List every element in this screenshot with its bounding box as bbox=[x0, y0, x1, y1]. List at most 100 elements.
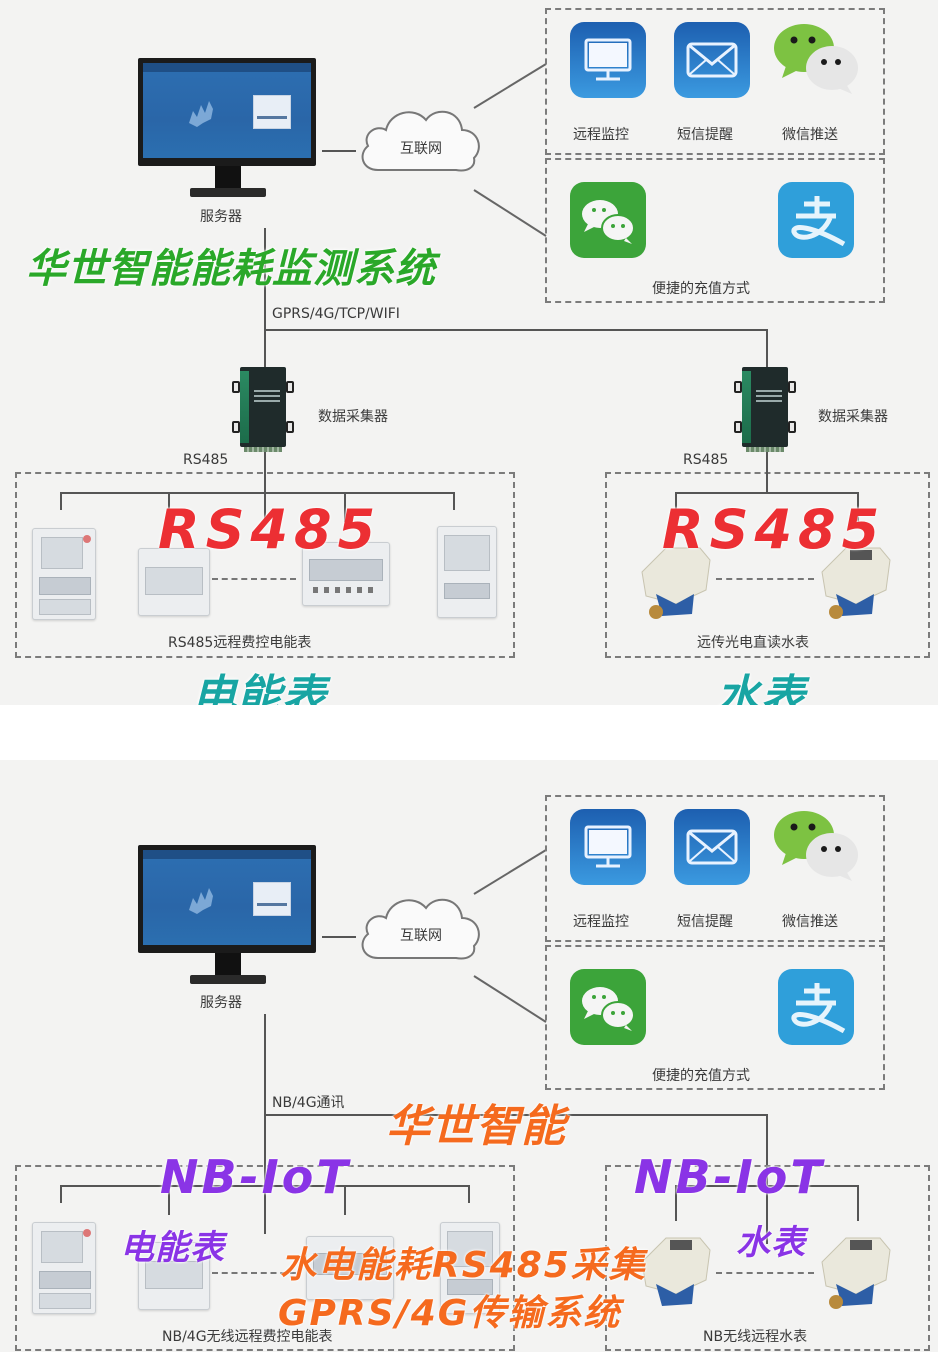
energy-meter bbox=[32, 1222, 96, 1314]
server-label: 服务器 bbox=[200, 995, 242, 1011]
wechat-icon[interactable] bbox=[772, 807, 862, 885]
energy-meter bbox=[440, 1222, 500, 1314]
connector bbox=[322, 936, 356, 938]
notification-panel bbox=[545, 795, 885, 942]
connector bbox=[264, 452, 266, 522]
wechat-push-label: 微信推送 bbox=[782, 127, 838, 143]
connector bbox=[857, 492, 859, 528]
server-monitor bbox=[138, 58, 316, 208]
system-overlay-line1: 水电能耗RS485采集 bbox=[280, 1245, 647, 1286]
connector bbox=[766, 329, 768, 369]
connector bbox=[675, 492, 677, 528]
energy-meter bbox=[437, 526, 497, 618]
connector bbox=[168, 1185, 170, 1215]
connector bbox=[264, 329, 767, 331]
payment-panel bbox=[545, 945, 885, 1090]
remote-monitor-app-icon[interactable] bbox=[570, 809, 646, 885]
water-meter bbox=[821, 547, 891, 619]
link-label: NB/4G通讯 bbox=[272, 1095, 345, 1111]
water-meter-caption: 水表 bbox=[736, 1223, 806, 1263]
connector bbox=[473, 63, 547, 237]
sms-app-icon[interactable] bbox=[674, 809, 750, 885]
remote-monitor-label: 远程监控 bbox=[573, 127, 629, 143]
energy-meter-group bbox=[15, 1165, 515, 1351]
wechat-pay-icon[interactable] bbox=[570, 182, 646, 258]
energy-group-label: RS485远程费控电能表 bbox=[168, 635, 312, 651]
connector bbox=[264, 1014, 266, 1234]
sms-label: 短信提醒 bbox=[677, 914, 733, 930]
connector bbox=[344, 1185, 346, 1215]
system-overlay-line2: GPRS/4G传输系统 bbox=[278, 1293, 622, 1334]
energy-meter bbox=[138, 548, 210, 616]
connector bbox=[766, 452, 768, 492]
connector bbox=[468, 1185, 470, 1203]
payment-panel bbox=[545, 158, 885, 303]
payment-methods-label: 便捷的充值方式 bbox=[652, 281, 750, 297]
water-meter-group bbox=[605, 1165, 930, 1351]
energy-meter bbox=[138, 1242, 210, 1310]
connector bbox=[60, 1185, 62, 1203]
cloud-label: 互联网 bbox=[400, 928, 442, 944]
wechat-pay-icon[interactable] bbox=[570, 969, 646, 1045]
nbiot-overlay-right: NB-IoT bbox=[634, 1150, 825, 1204]
rs485-overlay-right: RS485 bbox=[662, 498, 886, 561]
connector bbox=[473, 849, 547, 1023]
energy-meter bbox=[306, 1236, 394, 1300]
cloud-icon bbox=[361, 110, 480, 172]
energy-meter bbox=[302, 542, 390, 606]
top-diagram: 服务器 互联网 远程监控 短信提醒 微信推送 便捷的充值方式 GPRS/4G/T… bbox=[15, 8, 930, 722]
connector bbox=[60, 492, 62, 510]
notification-panel bbox=[545, 8, 885, 155]
energy-meter-caption: 电能表 bbox=[120, 1228, 225, 1268]
ellipsis-connector bbox=[212, 1272, 296, 1274]
collector-label-right: 数据采集器 bbox=[818, 409, 888, 425]
nbiot-overlay-left: NB-IoT bbox=[160, 1150, 351, 1204]
payment-methods-label: 便捷的充值方式 bbox=[652, 1068, 750, 1084]
connector bbox=[675, 492, 858, 494]
bus-label-right: RS485 bbox=[683, 452, 729, 468]
connector bbox=[264, 1114, 767, 1116]
connector bbox=[60, 492, 455, 494]
connector bbox=[453, 492, 455, 510]
energy-group-label: NB/4G无线远程费控电能表 bbox=[162, 1329, 333, 1345]
wechat-icon[interactable] bbox=[772, 20, 862, 98]
collector-label-left: 数据采集器 bbox=[318, 409, 388, 425]
bottom-diagram: 服务器 互联网 远程监控 短信提醒 微信推送 便捷的充值方式 NB/4G通讯 华… bbox=[0, 760, 938, 1352]
connector bbox=[168, 492, 170, 522]
connector bbox=[322, 150, 356, 152]
ellipsis-connector bbox=[212, 578, 296, 580]
connector bbox=[675, 1185, 677, 1221]
energy-meter bbox=[32, 528, 96, 620]
data-collector-left bbox=[232, 367, 294, 452]
ellipsis-connector bbox=[716, 1272, 814, 1274]
bus-label-left: RS485 bbox=[183, 452, 229, 468]
cloud-label: 互联网 bbox=[400, 141, 442, 157]
connector bbox=[344, 492, 346, 522]
water-group-label: NB无线远程水表 bbox=[703, 1329, 808, 1345]
remote-monitor-app-icon[interactable] bbox=[570, 22, 646, 98]
ellipsis-connector bbox=[716, 578, 814, 580]
sms-label: 短信提醒 bbox=[677, 127, 733, 143]
rs485-overlay-left: RS485 bbox=[158, 498, 382, 561]
system-title-overlay: 华世智能能耗监测系统 bbox=[26, 246, 436, 292]
water-meter bbox=[821, 1237, 891, 1309]
connector bbox=[60, 1185, 470, 1187]
connector bbox=[857, 1185, 859, 1221]
remote-monitor-label: 远程监控 bbox=[573, 914, 629, 930]
water-meter bbox=[641, 547, 711, 619]
section-divider bbox=[0, 705, 938, 760]
server-monitor bbox=[138, 845, 316, 995]
connector bbox=[675, 1185, 858, 1187]
server-label: 服务器 bbox=[200, 209, 242, 225]
water-meter bbox=[641, 1237, 711, 1306]
wechat-push-label: 微信推送 bbox=[782, 914, 838, 930]
connector bbox=[264, 228, 266, 368]
cloud-icon bbox=[361, 898, 480, 960]
alipay-icon[interactable] bbox=[778, 969, 854, 1045]
brand-overlay: 华世智能 bbox=[386, 1101, 566, 1152]
alipay-icon[interactable] bbox=[778, 182, 854, 258]
link-label: GPRS/4G/TCP/WIFI bbox=[272, 306, 400, 322]
data-collector-right bbox=[734, 367, 796, 452]
sms-app-icon[interactable] bbox=[674, 22, 750, 98]
connector bbox=[766, 1114, 768, 1244]
